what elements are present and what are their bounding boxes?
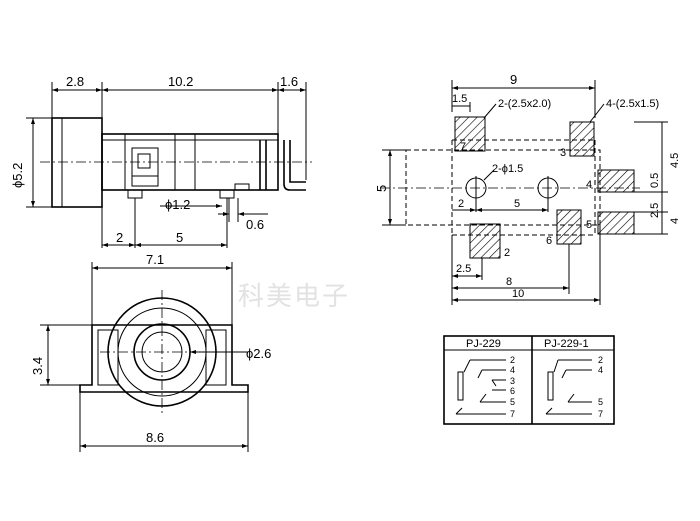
label-pad-small: 4-(2.5x1.5) — [606, 98, 659, 110]
pin-7: 7 — [460, 141, 466, 153]
dim-right-2-5: 2.5 — [649, 203, 661, 218]
dim-width: 7.1 — [146, 252, 164, 267]
pj229-1-pin-7: 7 — [598, 409, 603, 419]
pin-5: 5 — [586, 219, 592, 231]
pj229-pin-6: 6 — [510, 386, 515, 396]
dim-2: 2 — [116, 230, 123, 245]
footprint-view: 9 1.5 2-(2.5x2.0) 4-(2.5x1.5) 7 3 4 5 6 … — [374, 72, 681, 305]
dim-right-0-5: 0.5 — [649, 173, 661, 188]
pin-2: 2 — [504, 247, 510, 259]
dim-pin-dia: ϕ1.2 — [165, 197, 190, 212]
dim-base: 8.6 — [146, 430, 164, 445]
watermark: 科美电子 — [238, 282, 350, 312]
header-pj-229-1: PJ-229-1 — [544, 338, 589, 350]
dim-2-8: 2.8 — [66, 74, 84, 89]
pj229-pin-5: 5 — [510, 397, 515, 407]
dim-bottom-8: 8 — [506, 276, 512, 288]
dim-dia-5-2: ϕ5.2 — [10, 163, 25, 188]
front-view: 7.1 ϕ2.6 3.4 8.6 — [30, 252, 271, 452]
dim-total: 9 — [510, 72, 517, 87]
pj229-1-pin-5: 5 — [598, 397, 603, 407]
pj229-pin-2: 2 — [510, 355, 515, 365]
dim-1-6: 1.6 — [280, 74, 298, 89]
header-pj-229: PJ-229 — [466, 338, 501, 350]
dim-footprint-height: 5 — [374, 185, 389, 192]
pin-3: 3 — [560, 147, 566, 159]
pin-4: 4 — [586, 179, 592, 191]
dim-hole: ϕ2.6 — [246, 346, 271, 361]
dim-right-4: 4 — [669, 218, 681, 224]
dim-10-2: 10.2 — [168, 74, 193, 89]
pj229-pin-3: 3 — [510, 376, 515, 386]
dim-height: 3.4 — [30, 357, 45, 375]
pj229-1-pin-2: 2 — [598, 355, 603, 365]
schematic-table: PJ-229 PJ-229-1 2 4 3 6 5 7 2 4 5 7 — [443, 335, 615, 425]
side-view: 2.8 10.2 1.6 ϕ5.2 — [10, 74, 312, 248]
label-pad-large: 2-(2.5x2.0) — [498, 98, 551, 110]
dim-bottom-2-5: 2.5 — [456, 263, 471, 275]
pin-6: 6 — [546, 235, 552, 247]
dim-5: 5 — [176, 230, 183, 245]
dim-pin-w: 0.6 — [246, 217, 264, 232]
dim-edge: 1.5 — [452, 93, 467, 105]
dim-right-4-5: 4.5 — [669, 153, 681, 168]
pj229-pin-7: 7 — [510, 409, 515, 419]
label-holes: 2-ϕ1.5 — [492, 163, 523, 175]
pj229-pin-4: 4 — [510, 365, 515, 375]
dim-bottom-10: 10 — [512, 288, 524, 300]
dim-hole-off: 2 — [458, 198, 464, 210]
dim-hole-pitch: 5 — [514, 198, 520, 210]
pj229-1-pin-4: 4 — [598, 365, 603, 375]
